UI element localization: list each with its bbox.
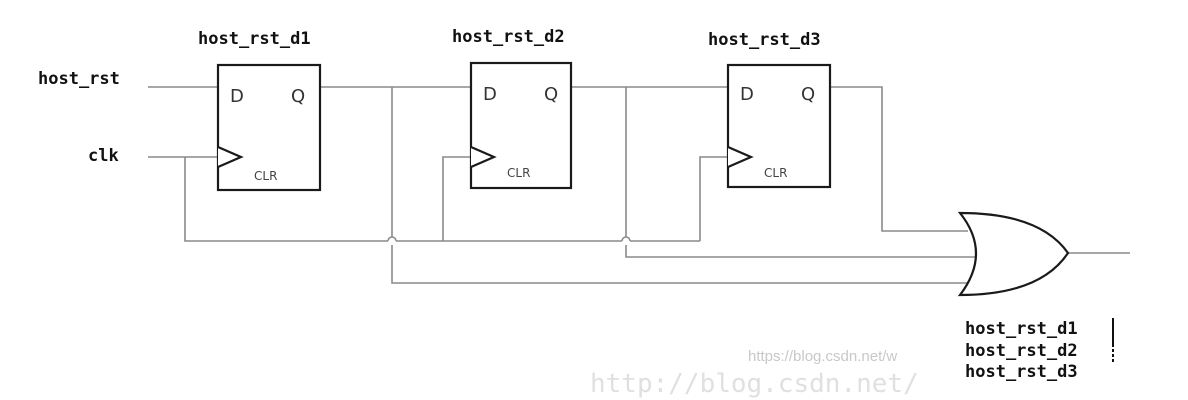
ff3-d-pin: D: [740, 84, 754, 105]
or-gate-icon: [957, 211, 1070, 297]
or-expr-term-2: host_rst_d2: [965, 341, 1078, 361]
wire-clock-bus-jump-2: [621, 236, 631, 242]
ff1-q-pin: Q: [291, 86, 305, 107]
ff1-title: host_rst_d1: [198, 29, 311, 49]
ff3-q-pin: Q: [801, 84, 815, 105]
ff3-body: [726, 63, 832, 189]
wire-clk-to-ff2: [442, 156, 471, 241]
ff1-body: [216, 63, 322, 192]
ff2-body: [469, 61, 573, 190]
or-expr-term-3: host_rst_d3: [965, 362, 1078, 382]
ff2-clr-pin: CLR: [507, 166, 530, 180]
wire-d3-to-or: [830, 86, 968, 232]
input-label-host-rst: host_rst: [38, 69, 120, 89]
flipflop-2: D Q CLR: [469, 61, 573, 190]
watermark-faint-line: http://blog.csdn.net/: [590, 369, 919, 399]
wire-clock-bus-jump-1: [387, 236, 397, 242]
wire-d2-to-or: [625, 87, 975, 258]
ff3-clr-pin: CLR: [764, 166, 787, 180]
ff2-q-pin: Q: [544, 84, 558, 105]
wire-clock-bus: [184, 157, 700, 242]
flipflop-1: D Q CLR: [216, 63, 322, 192]
wire-clk-to-ff3: [699, 156, 728, 241]
wire-d1-to-or: [391, 87, 968, 284]
ff3-title: host_rst_d3: [708, 30, 821, 50]
ff2-clock-triangle-icon: [470, 145, 497, 169]
input-label-clk: clk: [88, 146, 119, 166]
watermark-text: https://blog.csdn.net/w: [748, 348, 897, 365]
ff2-d-pin: D: [483, 84, 497, 105]
ff1-d-pin: D: [230, 86, 244, 107]
ff3-clock-triangle-icon: [727, 145, 754, 169]
ff1-clock-triangle-icon: [217, 145, 244, 169]
ff1-clr-pin: CLR: [254, 169, 277, 183]
or-expr-term-1: host_rst_d1: [965, 319, 1078, 339]
flipflop-3: D Q CLR: [726, 63, 832, 189]
ff2-title: host_rst_d2: [452, 27, 565, 47]
